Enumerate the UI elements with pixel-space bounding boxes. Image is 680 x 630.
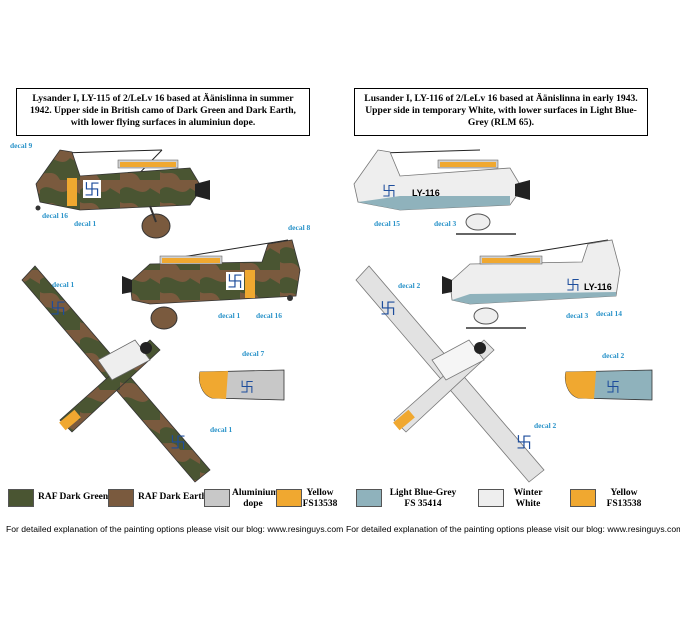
swatch-label: Yellow FS13538 (302, 488, 338, 509)
left-tail-detail: 卐 (198, 369, 285, 401)
swatch-yellow (570, 489, 596, 507)
swastika-roundel-icon: 卐 (566, 278, 580, 294)
right-color-legend: Light Blue-Grey FS 35414 Winter White Ye… (344, 486, 678, 520)
swastika-roundel-icon: 卐 (170, 433, 186, 452)
swatch-label: RAF Dark Green (38, 492, 109, 502)
swatch-light-blue-grey (356, 489, 382, 507)
decal-label: decal 3 (566, 311, 589, 320)
swastika-roundel-icon: 卐 (516, 433, 532, 452)
right-side-view-top: LY-116 卐 (353, 149, 530, 235)
decal-label: decal 2 (602, 351, 625, 360)
decal-label: decal 16 (256, 311, 282, 320)
decal-label: decal 1 (52, 280, 75, 289)
decal-label: decal 7 (242, 349, 265, 358)
decal-label: decal 3 (434, 219, 457, 228)
left-side-view-top: 卐 (35, 149, 210, 239)
swatch-yellow (276, 489, 302, 507)
right-footer: For detailed explanation of the painting… (346, 524, 680, 534)
decal-label: decal 9 (10, 141, 33, 150)
swatch-label: Aluminium dope (232, 488, 279, 509)
right-caption: Lusander I, LY-116 of 2/LeLv 16 based at… (354, 88, 648, 136)
swatch-label: Yellow FS13538 (606, 488, 642, 509)
decal-label: decal 1 (210, 425, 233, 434)
swatch-raf-dark-green (8, 489, 34, 507)
swastika-roundel-icon: 卐 (380, 299, 396, 318)
decal-label: decal 1 (218, 311, 241, 320)
decal-label: decal 8 (288, 223, 311, 232)
right-tail-detail: 卐 (564, 369, 653, 401)
decal-label: decal 1 (74, 219, 97, 228)
swatch-winter-white (478, 489, 504, 507)
swastika-roundel-icon: 卐 (606, 380, 620, 396)
swatch-raf-dark-earth (108, 489, 134, 507)
swastika-roundel-icon: 卐 (382, 184, 396, 200)
swastika-roundel-icon: 卐 (84, 180, 100, 199)
left-footer: For detailed explanation of the painting… (6, 524, 344, 534)
left-panel: Lysander I, LY-115 of 2/LeLv 16 based at… (4, 88, 344, 534)
swastika-roundel-icon: 卐 (227, 272, 243, 291)
left-artwork: 卐 卐 卐 卐 (10, 141, 311, 483)
swatch-label: RAF Dark Earth (138, 492, 207, 502)
aircraft-code: LY-116 (584, 282, 612, 292)
left-plan-view: 卐 卐 (21, 265, 211, 483)
swastika-roundel-icon: 卐 (240, 380, 254, 396)
right-panel: Lusander I, LY-116 of 2/LeLv 16 based at… (340, 0, 680, 630)
decal-label: decal 16 (42, 211, 68, 220)
decal-label: decal 15 (374, 219, 400, 228)
decal-label: decal 2 (398, 281, 421, 290)
aircraft-code: LY-116 (412, 188, 440, 198)
swatch-label: Winter White (513, 488, 543, 509)
left-caption: Lysander I, LY-115 of 2/LeLv 16 based at… (16, 88, 310, 136)
decal-label: decal 14 (596, 309, 622, 318)
right-plan-view: 卐 卐 (355, 265, 545, 483)
swastika-roundel-icon: 卐 (50, 299, 66, 318)
left-side-view-bottom: 卐 (122, 239, 301, 330)
swatch-aluminium-dope (204, 489, 230, 507)
right-side-view-bottom: LY-116 卐 (442, 239, 621, 329)
swatch-label: Light Blue-Grey FS 35414 (389, 488, 457, 509)
decal-label: decal 2 (534, 421, 557, 430)
left-color-legend: RAF Dark Green RAF Dark Earth Aluminium … (4, 486, 338, 520)
right-artwork: LY-116 卐 LY-116 卐 卐 卐 (353, 149, 653, 483)
